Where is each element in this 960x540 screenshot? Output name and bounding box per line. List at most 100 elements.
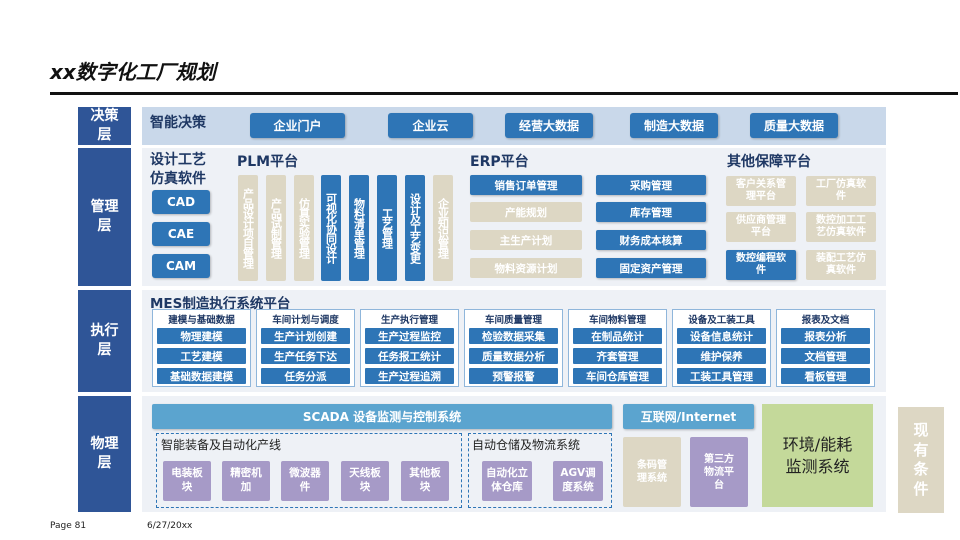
sim-item: CAM — [152, 254, 210, 278]
mes-group: 车间计划与调度生产计划创建生产任务下达任务分派 — [256, 309, 355, 387]
other-item: 工厂仿真软 件 — [806, 176, 876, 206]
plm-item: 物料清单管理 — [349, 175, 369, 281]
mes-item: 生产计划创建 — [261, 328, 350, 344]
mes-group-title: 报表及文档 — [801, 315, 850, 326]
mes-item: 物理建模 — [157, 328, 246, 344]
mes-item: 车间仓库管理 — [573, 368, 662, 384]
footer-page: Page 81 — [50, 521, 87, 531]
equipment-item-label: 微波器 件 — [289, 467, 321, 493]
erp-item: 财务成本核算 — [596, 230, 706, 250]
mes-item: 设备信息统计 — [677, 328, 766, 344]
erp-item: 物料资源计划 — [470, 258, 582, 278]
equipment-item: 微波器 件 — [281, 461, 329, 501]
equipment-item: 其他板 块 — [401, 461, 449, 501]
mes-group: 车间物料管理在制品统计齐套管理车间仓库管理 — [568, 309, 667, 387]
mes-group: 建模与基础数据物理建模工艺建模基础数据建模 — [152, 309, 251, 387]
other-item: 供应商管理 平台 — [726, 212, 796, 242]
plm-item: 工艺管理 — [377, 175, 397, 281]
plm-item: 产品设计项目管理 — [238, 175, 258, 281]
mes-group-title: 生产执行管理 — [380, 315, 438, 326]
mes-item: 检验数据采集 — [469, 328, 558, 344]
other-item: 客户关系管 理平台 — [726, 176, 796, 206]
internet-item-label: 第三方 物流平 台 — [704, 453, 734, 491]
mes-item: 质量数据分析 — [469, 348, 558, 364]
title-rule — [50, 92, 958, 95]
mes-group-title: 车间质量管理 — [484, 315, 542, 326]
other-item: 装配工艺仿 真软件 — [806, 250, 876, 280]
footer-date: 6/27/20xx — [147, 521, 193, 531]
layer-management: 管理 层 — [78, 148, 131, 286]
equipment-item: 精密机 加 — [222, 461, 270, 501]
internet-item: 条码管 理系统 — [623, 437, 681, 507]
logistics-box — [468, 433, 612, 508]
sim-item: CAE — [152, 222, 210, 246]
logistics-item-label: AGV调 度系统 — [560, 467, 596, 493]
mes-item: 工艺建模 — [157, 348, 246, 364]
mes-item: 基础数据建模 — [157, 368, 246, 384]
layer-physical: 物理 层 — [78, 396, 131, 512]
equipment-box — [156, 433, 462, 508]
env-monitor-label: 环境/能耗 监测系统 — [782, 434, 853, 476]
mes-group-title: 车间物料管理 — [588, 315, 646, 326]
mes-item: 维护保养 — [677, 348, 766, 364]
plm-item: 产品试制管理 — [266, 175, 286, 281]
sim-title: 设计工艺 仿真软件 — [150, 152, 206, 187]
mes-item: 任务分派 — [261, 368, 350, 384]
mes-item: 在制品统计 — [573, 328, 662, 344]
erp-title: ERP平台 — [470, 154, 529, 170]
erp-item: 销售订单管理 — [470, 175, 582, 195]
logistics-item-label: 自动化立 体仓库 — [486, 467, 528, 493]
decision-item: 经营大数据 — [505, 113, 593, 138]
mes-item: 生产过程追溯 — [365, 368, 454, 384]
mes-group: 设备及工装工具设备信息统计维护保养工装工具管理 — [672, 309, 771, 387]
layer-decision: 决策 层 — [78, 107, 131, 145]
decision-item: 质量大数据 — [750, 113, 838, 138]
other-item: 数控加工工 艺仿真软件 — [806, 212, 876, 242]
plm-item: 仿真实验管理 — [294, 175, 314, 281]
mes-item: 任务报工统计 — [365, 348, 454, 364]
mes-group-title: 建模与基础数据 — [168, 315, 235, 326]
mes-item: 预警报警 — [469, 368, 558, 384]
mes-item: 看板管理 — [781, 368, 870, 384]
mes-group: 车间质量管理检验数据采集质量数据分析预警报警 — [464, 309, 563, 387]
equipment-item: 电装板 块 — [163, 461, 211, 501]
logistics-item: 自动化立 体仓库 — [482, 461, 532, 501]
mes-item: 文档管理 — [781, 348, 870, 364]
equipment-title: 智能装备及自动化产线 — [161, 438, 282, 452]
mes-group-title: 车间计划与调度 — [272, 315, 339, 326]
page-title: xx数字化工厂规划 — [50, 60, 216, 84]
erp-item: 主生产计划 — [470, 230, 582, 250]
equipment-item-label: 电装板 块 — [171, 467, 203, 493]
decision-item: 企业门户 — [250, 113, 345, 138]
mes-item: 工装工具管理 — [677, 368, 766, 384]
decision-title: 智能决策 — [150, 115, 206, 131]
existing-box: 现 有 条 件 — [898, 407, 944, 513]
equipment-item: 天线板 块 — [341, 461, 389, 501]
existing-label: 现 有 条 件 — [913, 421, 929, 498]
sim-item: CAD — [152, 190, 210, 214]
internet-bar: 互联网/Internet — [623, 404, 754, 429]
other-item: 数控编程软 件 — [726, 250, 796, 280]
logistics-title: 自动仓储及物流系统 — [472, 438, 581, 452]
mes-item: 齐套管理 — [573, 348, 662, 364]
internet-item-label: 条码管 理系统 — [637, 460, 667, 484]
layer-execution: 执行 层 — [78, 290, 131, 392]
mes-item: 生产任务下达 — [261, 348, 350, 364]
decision-item: 企业云 — [388, 113, 473, 138]
equipment-item-label: 精密机 加 — [230, 467, 262, 493]
equipment-item-label: 其他板 块 — [409, 467, 441, 493]
plm-item: 可视化协同设计 — [321, 175, 341, 281]
erp-item: 采购管理 — [596, 175, 706, 195]
logistics-item: AGV调 度系统 — [553, 461, 603, 501]
internet-item: 第三方 物流平 台 — [690, 437, 748, 507]
plm-item: 设计及工艺变更 — [405, 175, 425, 281]
erp-item: 库存管理 — [596, 202, 706, 222]
erp-item: 产能规划 — [470, 202, 582, 222]
mes-title: MES制造执行系统平台 — [150, 296, 291, 312]
erp-item: 固定资产管理 — [596, 258, 706, 278]
env-monitor-box: 环境/能耗 监测系统 — [762, 404, 873, 507]
plm-item: 企业知识管理 — [433, 175, 453, 281]
plm-title: PLM平台 — [237, 154, 299, 170]
mes-group: 报表及文档报表分析文档管理看板管理 — [776, 309, 875, 387]
other-title: 其他保障平台 — [727, 154, 811, 170]
